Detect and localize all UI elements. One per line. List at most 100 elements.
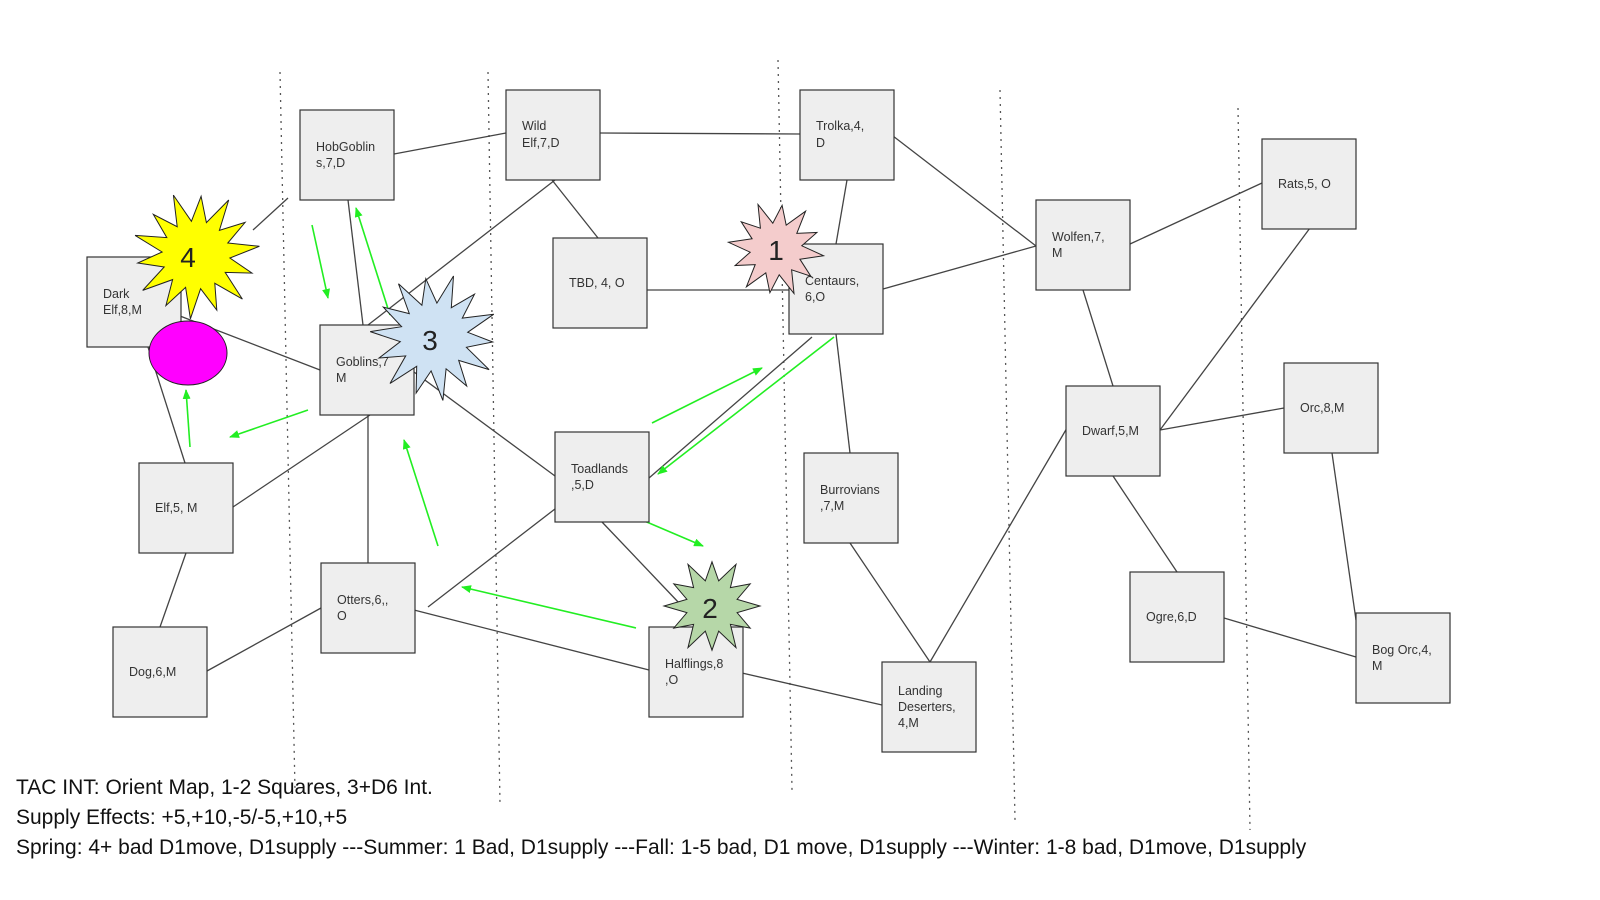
burst-4-shape xyxy=(134,194,260,319)
burst-1-shape xyxy=(726,202,826,296)
node-label: Wolfen,7, xyxy=(1052,230,1105,244)
note-seasons: Spring: 4+ bad D1move, D1supply ---Summe… xyxy=(16,836,1307,859)
edge-trolka-wolfen xyxy=(892,135,1037,247)
node-label: Elf,5, M xyxy=(155,501,197,515)
node-wolfen[interactable]: Wolfen,7, M xyxy=(1035,199,1131,291)
node-label: M xyxy=(1372,659,1382,673)
node-label: s,7,D xyxy=(316,156,345,170)
node-label: Rats,5, O xyxy=(1278,177,1331,191)
node-label: Centaurs, xyxy=(805,274,859,288)
node-dwarf[interactable]: Dwarf,5,M xyxy=(1065,385,1161,477)
node-label: M xyxy=(1052,246,1062,260)
node-label: Goblins,7 xyxy=(336,355,389,369)
note-tac-int: TAC INT: Orient Map, 1-2 Squares, 3+D6 I… xyxy=(16,776,433,799)
edge-otters-toadlands xyxy=(427,501,565,608)
edge-centaurs-burrovians xyxy=(835,333,851,454)
move-arrow xyxy=(229,409,309,438)
node-label: Wild xyxy=(522,119,546,133)
node-otters[interactable]: Otters,6,, O xyxy=(320,562,416,654)
burst-4-label: 4 xyxy=(180,242,196,273)
node-trolka[interactable]: Trolka,4, D xyxy=(799,89,895,181)
connections xyxy=(147,132,1357,706)
node-label: Elf,8,M xyxy=(103,303,142,317)
node-label: Burrovians xyxy=(820,483,880,497)
node-label: D xyxy=(816,136,825,150)
node-label: ,O xyxy=(665,673,678,687)
burst-marker-3: 3 xyxy=(370,275,495,401)
edge-dwarf-orc xyxy=(1159,407,1285,431)
move-arrow xyxy=(402,439,439,547)
node-dog[interactable]: Dog,6,M xyxy=(112,626,208,718)
edge-goblins-toadlands xyxy=(413,371,556,477)
node-hobgoblins[interactable]: HobGoblin s,7,D xyxy=(299,109,395,201)
burst-1-label: 1 xyxy=(768,235,784,266)
node-elf[interactable]: Elf,5, M xyxy=(138,462,234,554)
node-halflings[interactable]: Halflings,8 ,O xyxy=(648,626,744,718)
burst-2-shape xyxy=(662,560,762,652)
node-centaurs[interactable]: Centaurs, 6,O xyxy=(788,243,884,335)
node-label: Dark xyxy=(103,287,130,301)
move-arrow xyxy=(182,389,191,448)
node-label: Toadlands xyxy=(571,462,628,476)
edge-landing-dwarf xyxy=(929,427,1068,663)
edge-wild-elf-tbd xyxy=(551,179,599,239)
node-label: Orc,8,M xyxy=(1300,401,1344,415)
node-label: TBD, 4, O xyxy=(569,276,625,290)
edge-burrovians-landing xyxy=(849,542,931,663)
edge-toadlands-centaurs xyxy=(648,336,813,479)
zone-divider xyxy=(1237,107,1251,831)
node-label: ,5,D xyxy=(571,478,594,492)
node-ogre[interactable]: Ogre,6,D xyxy=(1129,571,1225,663)
edge-wolfen-dwarf xyxy=(1082,289,1114,387)
move-arrow xyxy=(354,207,391,316)
burst-2-label: 2 xyxy=(702,593,718,624)
node-bog-orc[interactable]: Bog Orc,4, M xyxy=(1355,612,1451,704)
edge-otters-halflings xyxy=(413,609,650,671)
burst-3-shape xyxy=(370,275,495,401)
edge-dwarf-ogre xyxy=(1112,475,1178,573)
move-arrow xyxy=(461,585,637,629)
edge-wolfen-rats xyxy=(1129,182,1263,245)
node-label: Otters,6,, xyxy=(337,593,388,607)
node-label: Dog,6,M xyxy=(129,665,176,679)
zone-divider xyxy=(487,71,501,806)
node-label: Elf,7,D xyxy=(522,136,560,150)
node-burrovians[interactable]: Burrovians ,7,M xyxy=(803,452,899,544)
node-label: Landing xyxy=(898,684,943,698)
node-label: 4,M xyxy=(898,716,919,730)
edge-wild-elf-goblins xyxy=(367,179,556,326)
node-landing-deserters[interactable]: Landing Deserters, 4,M xyxy=(881,661,977,753)
territory-nodes: HobGoblin s,7,D Wild Elf,7,D Trolka,4, D… xyxy=(86,89,1451,753)
node-tbd[interactable]: TBD, 4, O xyxy=(552,237,648,329)
edge-trolka-centaurs xyxy=(835,179,848,245)
magenta-circle-marker xyxy=(148,320,228,386)
node-label: Trolka,4, xyxy=(816,119,864,133)
move-arrow xyxy=(651,367,763,424)
edge-hobgoblins-wild-elf xyxy=(393,132,507,155)
edge-hobgoblins-goblins xyxy=(347,199,364,326)
zone-divider xyxy=(999,89,1016,821)
movement-arrows xyxy=(182,207,835,629)
node-label: Ogre,6,D xyxy=(1146,610,1197,624)
node-label: Halflings,8 xyxy=(665,657,723,671)
node-orc[interactable]: Orc,8,M xyxy=(1283,362,1379,454)
edge-orc-bog-orc xyxy=(1331,452,1357,621)
node-label: Dwarf,5,M xyxy=(1082,424,1139,438)
edge-dwarf-rats xyxy=(1159,227,1311,431)
node-toadlands[interactable]: Toadlands ,5,D xyxy=(554,431,650,523)
node-wild-elf[interactable]: Wild Elf,7,D xyxy=(505,89,601,181)
node-label: HobGoblin xyxy=(316,140,375,154)
edge-toadlands-halflings xyxy=(601,521,681,605)
node-label: M xyxy=(336,371,346,385)
burst-marker-2: 2 xyxy=(662,560,762,652)
edge-dark-elf-hobgoblins xyxy=(252,197,289,231)
node-label: 6,O xyxy=(805,290,825,304)
zone-divider xyxy=(279,71,296,791)
move-arrow xyxy=(311,224,330,299)
node-label: Deserters, xyxy=(898,700,956,714)
edge-halflings-landing xyxy=(741,672,883,706)
node-label: Bog Orc,4, xyxy=(1372,643,1432,657)
node-rats[interactable]: Rats,5, O xyxy=(1261,138,1357,230)
edge-elf-goblins xyxy=(232,414,371,508)
